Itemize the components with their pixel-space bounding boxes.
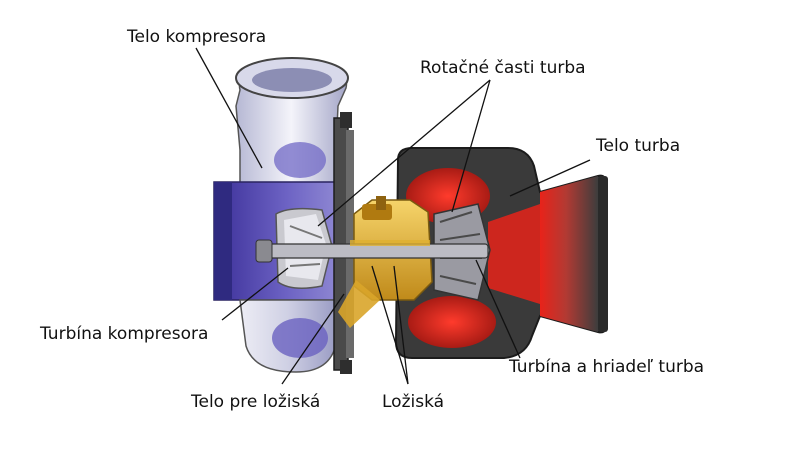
label-rotating-parts: Rotačné časti turba — [420, 58, 586, 78]
label-turbo-housing: Telo turba — [596, 136, 681, 156]
turbine-housing — [394, 147, 608, 359]
leader-bearings-right — [393, 265, 409, 385]
label-compressor-housing: Telo kompresora — [127, 27, 267, 47]
leader-turbo-housing — [509, 159, 591, 197]
turbine-volute-bottom — [408, 296, 496, 348]
leader-lines — [195, 47, 591, 385]
shaft — [261, 243, 489, 259]
shaft-nut — [255, 239, 273, 263]
leader-rotating-parts-left — [317, 79, 491, 227]
leader-compressor-housing — [195, 47, 263, 169]
leader-turbine-shaft — [475, 259, 521, 359]
label-bearings: Ložiská — [382, 392, 445, 412]
leader-compressor-turbine — [221, 267, 289, 321]
label-compressor-turbine: Turbína kompresora — [40, 324, 209, 344]
label-bearing-housing: Telo pre ložiská — [191, 392, 321, 412]
label-turbine-and-shaft: Turbína a hriadeľ turba — [509, 357, 705, 377]
leader-bearings-left — [371, 265, 409, 385]
leader-bearing-housing — [281, 293, 345, 385]
leader-rotating-parts-right — [451, 79, 491, 213]
